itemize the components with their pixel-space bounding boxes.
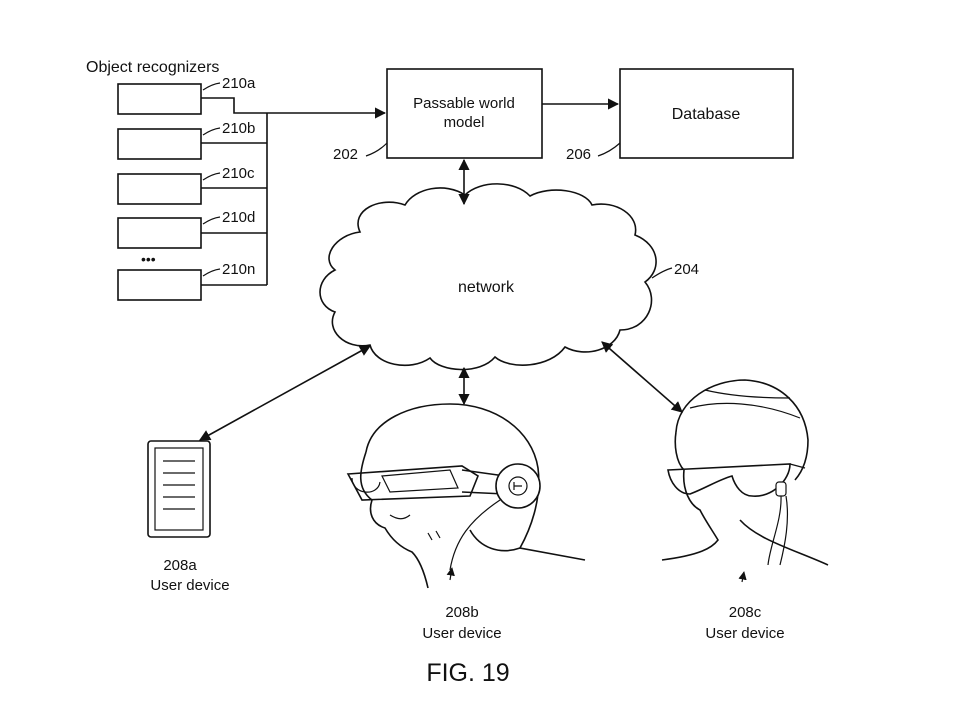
figure-label: FIG. 19 xyxy=(426,659,509,687)
recognizer-box-n xyxy=(117,269,202,301)
recognizer-ref-d: 210d xyxy=(222,209,255,226)
model-label-line1: Passable world xyxy=(413,95,515,112)
network-device-a-arrow xyxy=(199,345,371,441)
network-ref: 204 xyxy=(674,261,699,278)
leader-204 xyxy=(651,267,673,279)
recognizer-ref-n: 210n xyxy=(222,261,255,278)
recognizer-ref-b: 210b xyxy=(222,120,255,137)
network-label: network xyxy=(458,279,515,296)
recognizers-title: Object recognizers xyxy=(86,59,219,76)
recognizer-box-a xyxy=(117,83,202,115)
leader-210n xyxy=(202,268,221,277)
device-c-ref: 208c xyxy=(729,604,762,621)
leader-210c xyxy=(202,172,221,181)
recognizer-ref-a: 210a xyxy=(222,75,256,92)
device-a-ref: 208a xyxy=(163,557,197,574)
recognizer-box-b xyxy=(117,128,202,160)
recognizer-ellipsis: ••• xyxy=(141,251,156,267)
device-b-label: User device xyxy=(422,625,501,642)
network-device-c-arrow xyxy=(601,341,683,413)
model-ref: 202 xyxy=(333,146,358,163)
database-label: Database xyxy=(672,106,741,123)
recognizer-box-d xyxy=(117,217,202,249)
network-cloud xyxy=(319,183,657,371)
database-box xyxy=(619,68,794,159)
tablet-device-icon xyxy=(147,440,211,538)
leader-202 xyxy=(365,142,388,157)
device-a-label: User device xyxy=(150,577,229,594)
device-b-ref: 208b xyxy=(445,604,478,621)
head-glasses-icon xyxy=(661,379,829,566)
recognizer-box-c xyxy=(117,173,202,205)
database-ref: 206 xyxy=(566,146,591,163)
leader-210b xyxy=(202,127,221,136)
recognizer-bus xyxy=(201,97,268,286)
recognizer-ref-c: 210c xyxy=(222,165,255,182)
leader-206 xyxy=(597,142,621,157)
leader-210d xyxy=(202,216,221,225)
model-box xyxy=(386,68,543,159)
leader-210a xyxy=(202,82,221,91)
device-c-label: User device xyxy=(705,625,784,642)
device-c-pointer xyxy=(738,571,747,583)
model-label-line2: model xyxy=(444,114,485,131)
head-headset-icon xyxy=(346,403,586,589)
device-b-pointer xyxy=(446,567,455,581)
